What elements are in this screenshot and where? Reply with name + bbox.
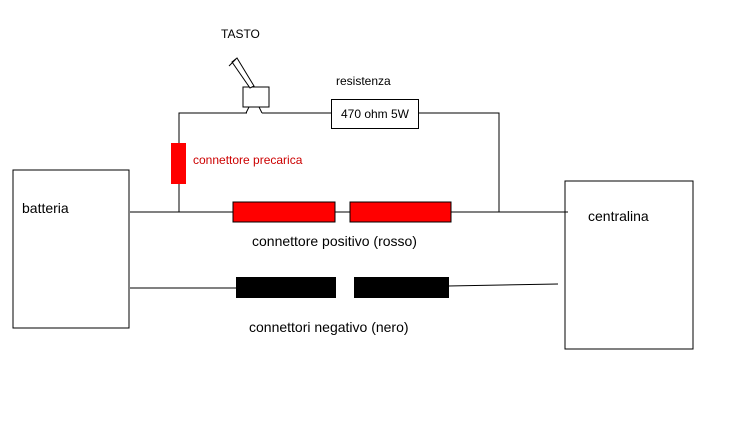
battery-box (12, 169, 130, 329)
positive-connector-label: connettore positivo (rosso) (252, 233, 417, 249)
negative-connector-right (354, 277, 449, 298)
resistor-value-label: 470 ohm 5W (340, 107, 410, 121)
precharge-wire-right (418, 112, 500, 212)
negative-connector-label: connettori negativo (nero) (249, 319, 409, 335)
positive-connector-left (232, 201, 336, 223)
negative-connector-left (236, 277, 336, 298)
negative-wire-right (447, 283, 559, 287)
tasto-label: TASTO (221, 27, 260, 41)
resistenza-label: resistenza (336, 74, 391, 88)
precharge-connector (171, 143, 186, 184)
control-unit-label: centralina (588, 208, 649, 224)
precharge-connector-label: connettore precarica (193, 153, 303, 167)
push-button-icon (228, 57, 270, 114)
control-unit-box (564, 180, 694, 350)
positive-connector-right (349, 201, 452, 223)
battery-label: batteria (22, 200, 69, 216)
resistor-box: 470 ohm 5W (331, 99, 419, 129)
